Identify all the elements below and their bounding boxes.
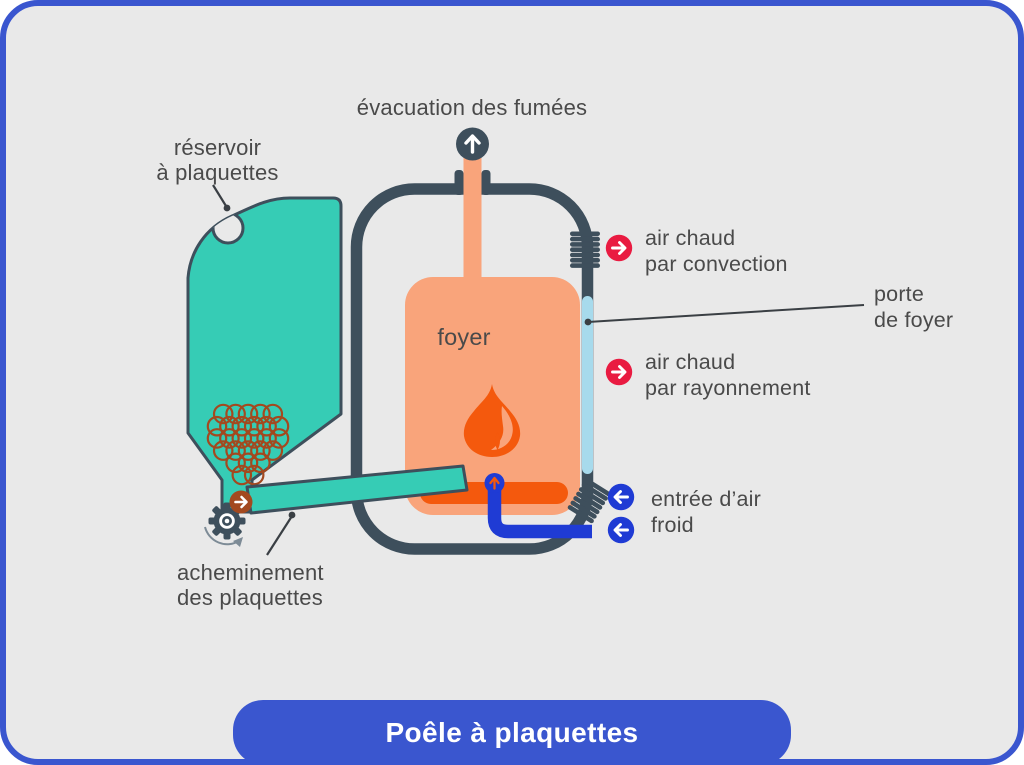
label-porte-line1: porte <box>874 282 925 306</box>
cold-air-left-arrow-icon-2 <box>607 516 635 544</box>
label-porte-de-foyer: porte de foyer <box>874 281 953 333</box>
wood-chip <box>262 403 284 425</box>
chimney-collar-right <box>481 170 491 195</box>
wood-chip <box>262 440 284 461</box>
label-reservoir-line2: à plaquettes <box>156 160 279 185</box>
wood-chip <box>225 403 246 425</box>
wood-chip <box>225 440 246 461</box>
page-title: Poêle à plaquettes <box>385 716 639 748</box>
label-acheminement-line2: des plaquettes <box>177 585 323 610</box>
wood-chip <box>268 428 290 449</box>
cold-air-pipe <box>487 486 592 539</box>
wood-chip <box>243 415 265 437</box>
label-convection-line1: air chaud <box>645 226 736 250</box>
wood-chip <box>237 403 259 425</box>
label-airfroid-line1: entrée d’air <box>651 487 761 511</box>
leader-reservoir <box>212 184 231 212</box>
leader-porte <box>584 304 865 326</box>
wood-chip <box>250 440 271 461</box>
cold-air-up-arrow-icon <box>484 473 505 493</box>
label-reservoir-plaquettes: réservoir à plaquettes <box>130 135 305 185</box>
label-entree-air-froid: entrée d’air froid <box>651 486 761 538</box>
wood-chip <box>219 415 240 437</box>
label-evacuation-line: évacuation des fumées <box>356 95 588 120</box>
firebox-door <box>582 296 593 474</box>
rotation-arrow-icon <box>204 526 243 547</box>
wood-chip <box>212 440 234 461</box>
wood-chip <box>243 464 265 486</box>
convection-coil-top <box>570 231 600 268</box>
flame-icon <box>463 384 521 457</box>
wood-chip <box>212 403 234 425</box>
label-rayonnement-line1: air chaud <box>645 350 736 374</box>
wood-chip <box>237 440 259 461</box>
wood-chip <box>268 415 290 437</box>
label-reservoir-line1: réservoir <box>173 135 262 160</box>
cold-air-left-arrow-icon-1 <box>607 483 635 511</box>
label-airfroid-line2: froid <box>651 513 694 537</box>
label-air-chaud-convection: air chaud par convection <box>645 225 788 277</box>
chimney-pipe <box>463 152 482 282</box>
wood-chip <box>250 403 271 425</box>
chimney-collar-left <box>454 170 464 195</box>
auger-feed-right-arrow-icon <box>229 490 253 514</box>
label-air-chaud-rayonnement: air chaud par rayonnement <box>645 349 811 401</box>
wood-chip <box>231 464 253 486</box>
wood-chips <box>206 403 290 486</box>
wood-chip <box>219 428 240 449</box>
label-convection-line2: par convection <box>645 252 788 276</box>
wood-chip <box>237 452 259 474</box>
wood-chip <box>206 415 228 437</box>
hot-air-convection-right-arrow-icon <box>605 234 633 262</box>
gear-icon <box>208 502 246 540</box>
label-rayonnement-line2: par rayonnement <box>645 376 811 400</box>
reservoir-shape <box>186 196 343 514</box>
wood-chip <box>225 452 246 474</box>
wood-chip <box>256 415 277 437</box>
label-foyer: foyer <box>404 324 524 350</box>
wood-chip <box>250 452 271 474</box>
label-acheminement-line1: acheminement <box>177 560 324 585</box>
leader-acheminement <box>266 511 296 556</box>
wood-chip <box>243 428 265 449</box>
convection-coil-bottom <box>567 478 611 524</box>
label-porte-line2: de foyer <box>874 308 954 332</box>
smoke-exit-up-arrow-icon <box>456 127 489 161</box>
title-banner: Poêle à plaquettes <box>233 700 791 765</box>
hot-air-radiation-right-arrow-icon <box>605 358 633 386</box>
wood-chip <box>206 428 228 449</box>
label-foyer-line: foyer <box>437 324 491 350</box>
label-evacuation-fumees: évacuation des fumées <box>341 95 603 121</box>
wood-chip <box>231 415 253 437</box>
label-acheminement-plaquettes: acheminement des plaquettes <box>177 560 324 610</box>
wood-chip <box>256 428 277 449</box>
wood-chip <box>231 428 253 449</box>
